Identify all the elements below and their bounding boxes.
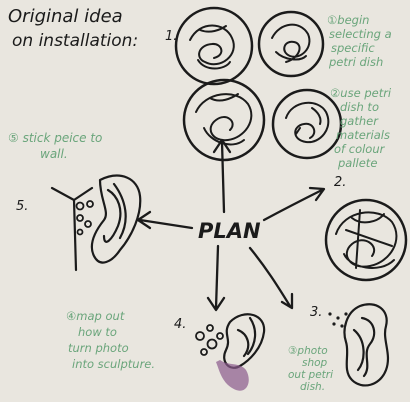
title-line-2: on installation: bbox=[12, 31, 138, 51]
note-stick: ⑤ stick peice to wall. bbox=[8, 131, 102, 161]
note-begin-line-4: petri dish bbox=[328, 55, 383, 69]
arrow-to-step-3 bbox=[250, 248, 292, 308]
petri-dish-4 bbox=[273, 90, 341, 158]
note-map-out-line-1: ④map out bbox=[66, 309, 125, 323]
note-use-petri-line-6: pallete bbox=[337, 156, 377, 170]
note-use-petri-line-2: dish to bbox=[340, 100, 379, 114]
petri-dish-step-2 bbox=[326, 200, 406, 280]
step-number-5: 5. bbox=[16, 199, 28, 214]
note-use-petri: ②use petri dish to gather materials of c… bbox=[330, 86, 392, 170]
map-out-sketch bbox=[196, 314, 264, 390]
note-use-petri-line-1: ②use petri bbox=[330, 86, 392, 100]
title-line-1: Original idea bbox=[8, 6, 123, 27]
arrow-to-step-4 bbox=[208, 246, 224, 310]
note-use-petri-line-4: materials bbox=[336, 128, 390, 142]
note-photoshop: ③photo shop out petri dish. bbox=[288, 345, 333, 393]
petri-dish-3 bbox=[184, 80, 264, 160]
arrow-to-step-2 bbox=[264, 188, 324, 220]
wall-sculpture-sketch bbox=[52, 176, 140, 270]
note-begin-line-2: selecting a bbox=[329, 27, 392, 41]
note-photoshop-line-3: out petri bbox=[288, 369, 333, 381]
arrow-to-step-5 bbox=[138, 212, 192, 228]
note-use-petri-line-5: of colour bbox=[334, 142, 386, 156]
note-begin-line-3: specific bbox=[331, 41, 375, 55]
note-use-petri-line-3: gather bbox=[340, 114, 379, 128]
note-begin-line-1: ①begin bbox=[327, 13, 369, 27]
step-number-4: 4. bbox=[174, 317, 186, 332]
photoshop-sketch bbox=[328, 304, 388, 385]
petri-dish-2 bbox=[259, 12, 323, 76]
note-map-out-line-4: into sculpture. bbox=[72, 357, 155, 371]
note-photoshop-line-4: dish. bbox=[300, 381, 325, 393]
note-stick-line-1: ⑤ stick peice to bbox=[8, 131, 102, 145]
note-stick-line-2: wall. bbox=[40, 147, 68, 161]
note-map-out: ④map out how to turn photo into sculptur… bbox=[66, 309, 155, 371]
note-photoshop-line-1: ③photo bbox=[288, 345, 328, 357]
step-number-3: 3. bbox=[310, 305, 322, 320]
step-number-2: 2. bbox=[334, 175, 346, 190]
note-begin: ①begin selecting a specific petri dish bbox=[327, 13, 392, 69]
note-photoshop-line-2: shop bbox=[302, 357, 328, 369]
note-map-out-line-2: how to bbox=[78, 325, 117, 339]
plan-label: PLAN bbox=[198, 219, 261, 243]
note-map-out-line-3: turn photo bbox=[68, 341, 129, 355]
petri-dish-1 bbox=[176, 8, 252, 84]
